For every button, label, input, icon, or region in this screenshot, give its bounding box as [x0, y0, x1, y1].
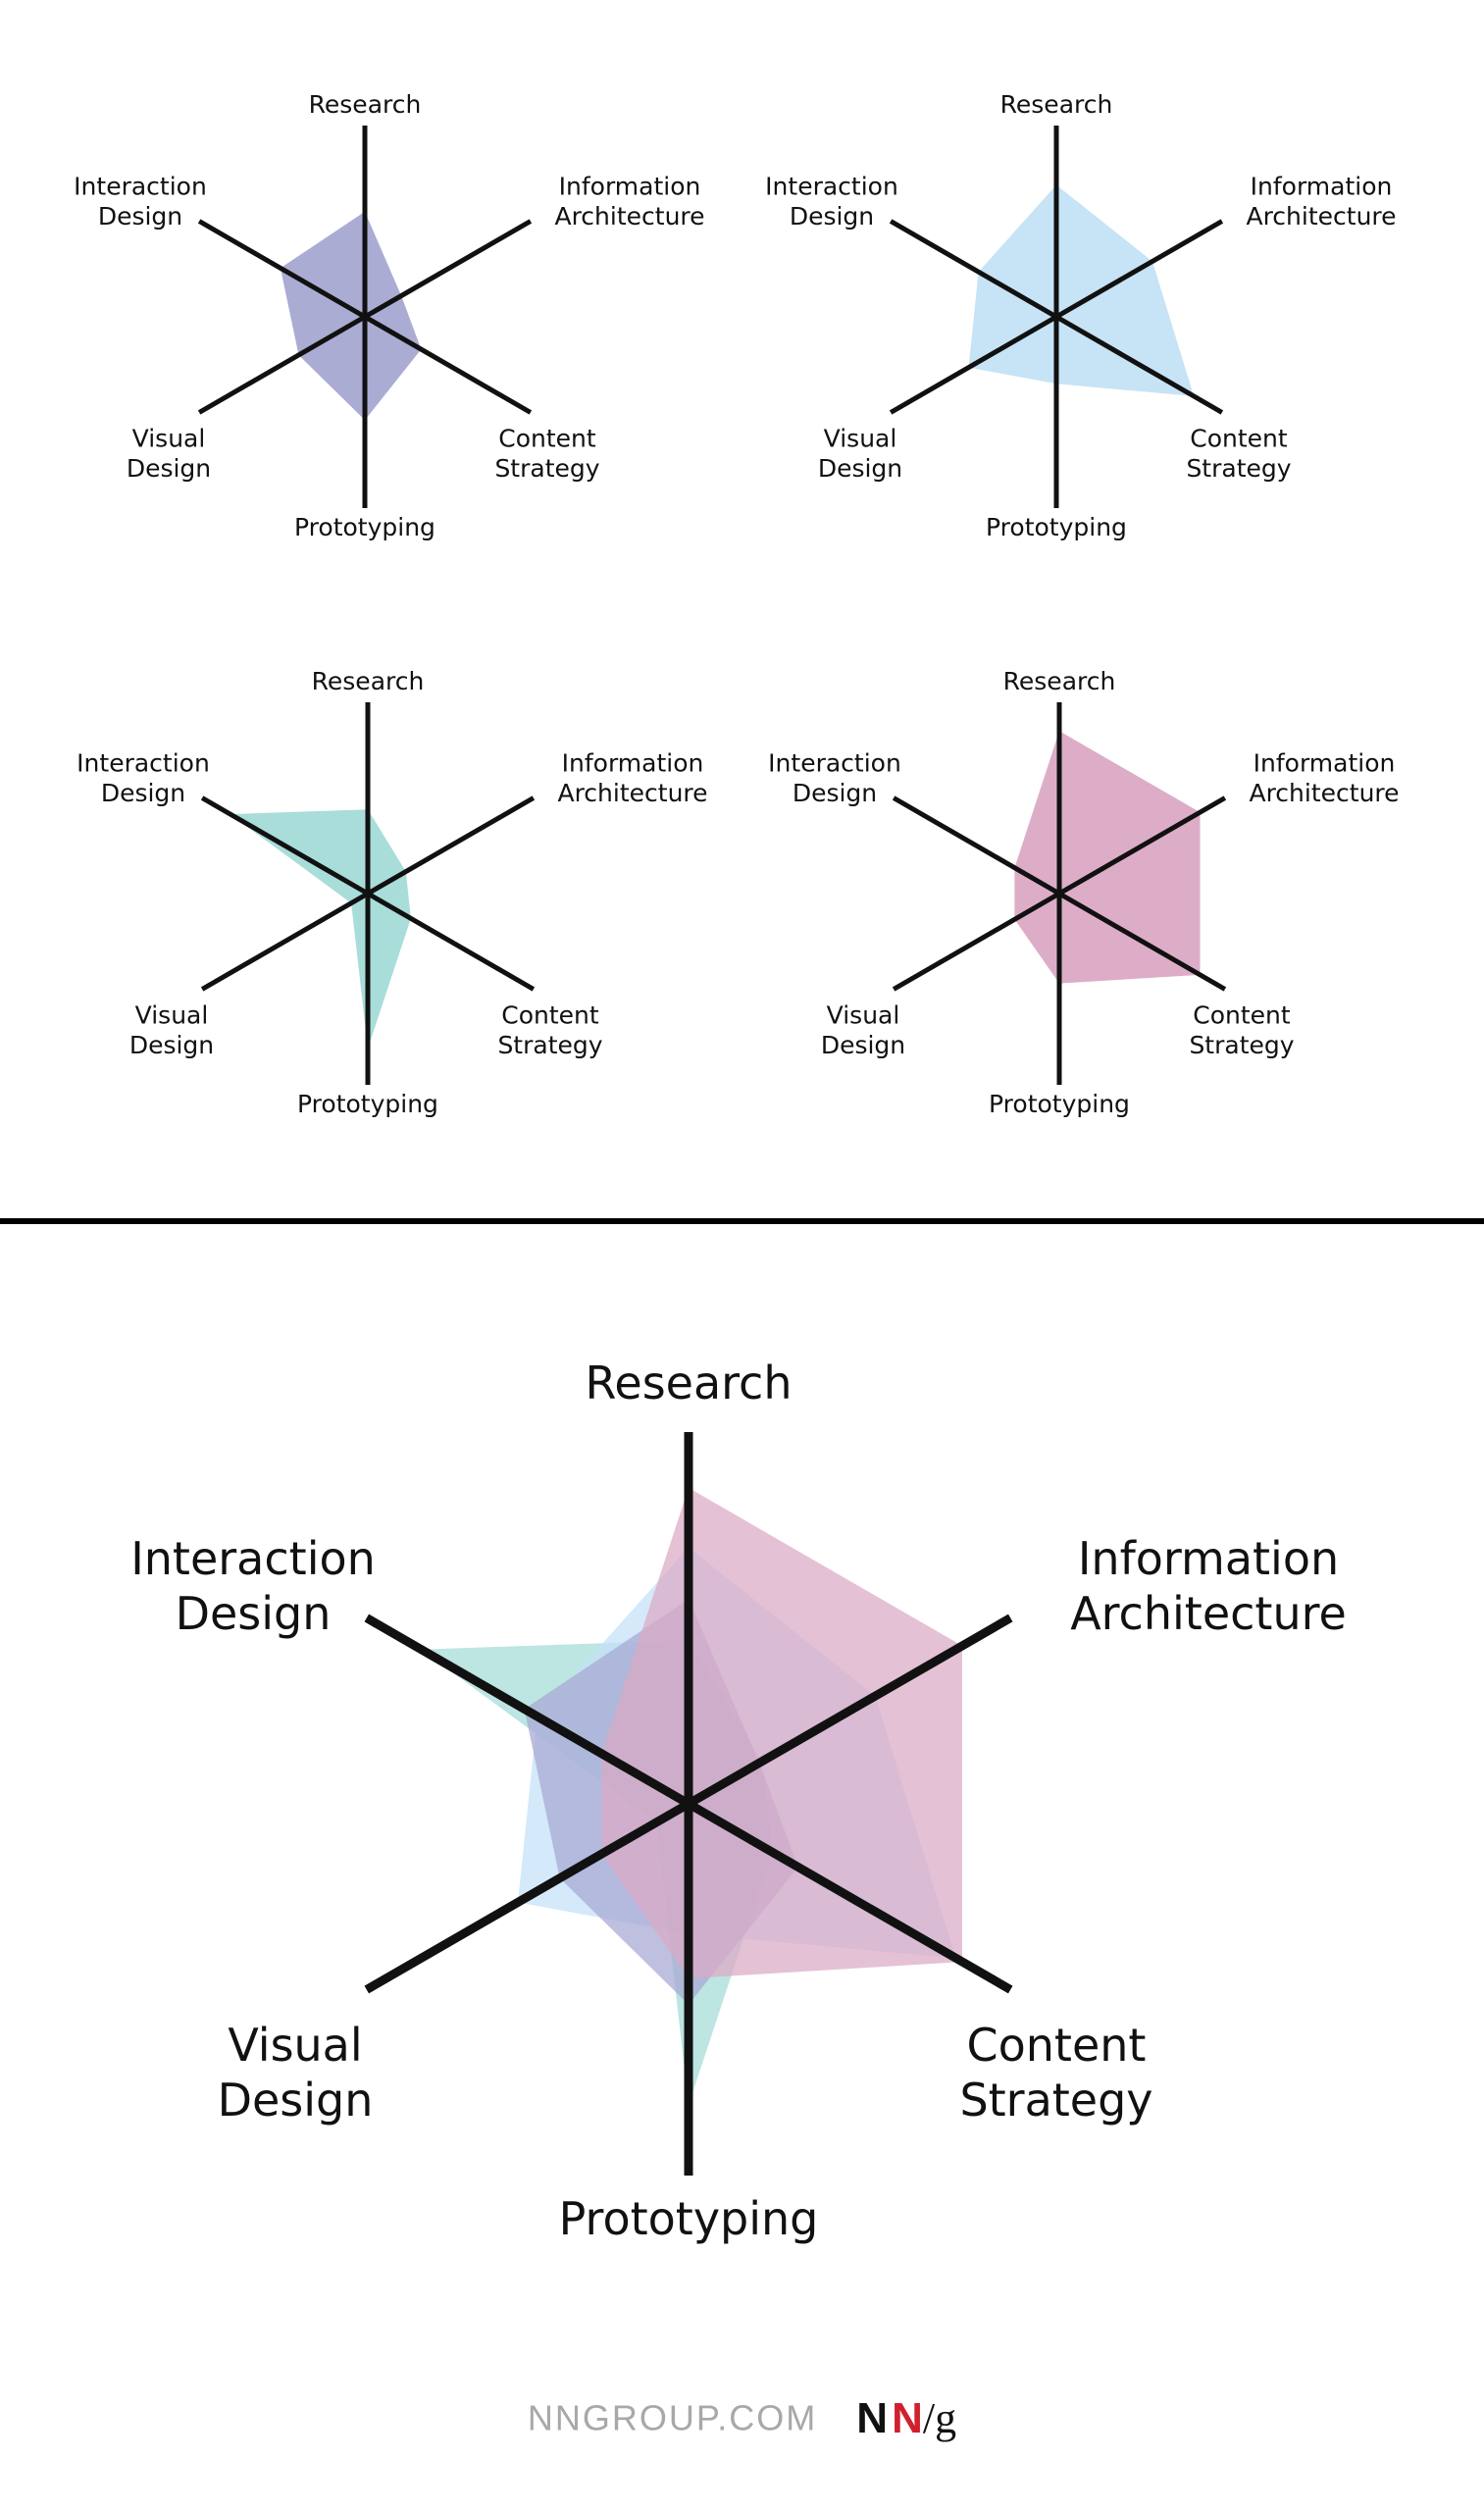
section-divider [0, 1218, 1484, 1224]
site-url: NNGROUP.COM [527, 2397, 818, 2438]
axis-label-research: Research [312, 667, 425, 695]
axis-id [197, 219, 367, 320]
axis-id [364, 1614, 691, 1808]
axis-label-research: Research [309, 90, 422, 119]
axis-cs [366, 891, 536, 992]
axis-id [889, 219, 1058, 320]
axis-vd [200, 891, 370, 992]
axis-ia [366, 795, 536, 897]
axis-label-proto: Prototyping [297, 1090, 438, 1118]
series-area-4 [1014, 731, 1201, 984]
axis-label-proto: Prototyping [986, 513, 1127, 541]
axis-ia [363, 219, 533, 320]
axis-cs [1054, 314, 1224, 415]
axis-label-research: Research [1003, 667, 1116, 695]
axis-ia [1057, 795, 1227, 897]
axis-id [200, 795, 370, 897]
axis-label-proto: Prototyping [294, 513, 435, 541]
series-area-3 [230, 809, 411, 1049]
axis-label-research: Research [1000, 90, 1113, 119]
axis-vd [889, 314, 1058, 415]
axis-id [892, 795, 1061, 897]
axis-vd [197, 314, 367, 415]
footer: NNGROUP.COM NN/g [0, 2393, 1484, 2443]
axis-vd [364, 1800, 691, 1994]
axis-vd [892, 891, 1061, 992]
axis-cs [363, 314, 533, 415]
axis-label-proto: Prototyping [989, 1090, 1130, 1118]
axis-cs [686, 1800, 1013, 1994]
axis-label-proto: Prototyping [559, 2192, 819, 2245]
series-area-2 [968, 184, 1195, 396]
axis-ia [1054, 219, 1224, 320]
axis-cs [1057, 891, 1227, 992]
series-area-1 [280, 211, 422, 421]
nng-logo: NN/g [856, 2394, 957, 2442]
axis-label-research: Research [586, 1357, 793, 1409]
series-area-4 [601, 1487, 962, 1979]
axis-ia [686, 1614, 1013, 1808]
